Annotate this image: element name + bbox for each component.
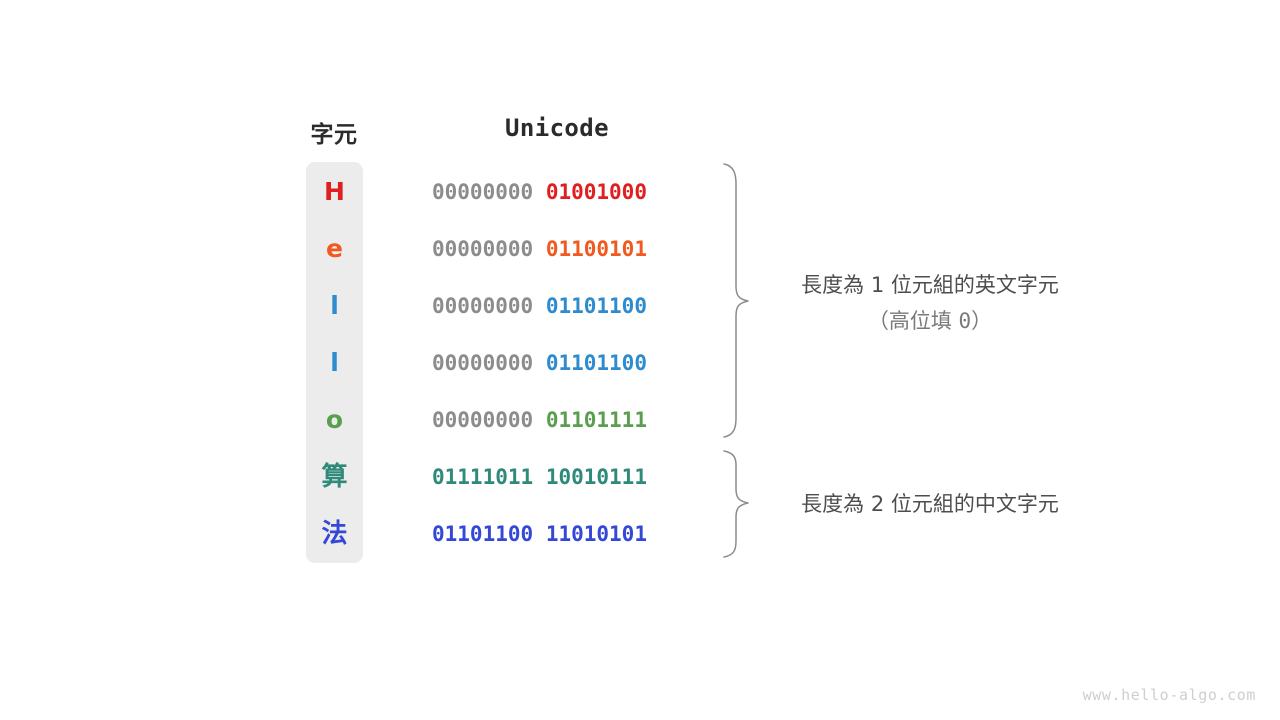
high-byte-5: 01111011 bbox=[432, 465, 534, 489]
byte-separator-3 bbox=[533, 351, 546, 375]
high-byte-3: 00000000 bbox=[432, 351, 534, 375]
annotation-one-byte: 長度為 1 位元組的英文字元 （高位填 0） bbox=[700, 268, 1160, 339]
binary-row-5: 01111011 10010111 bbox=[432, 462, 692, 492]
character-column-panel bbox=[306, 162, 363, 563]
watermark: www.hello-algo.com bbox=[1082, 686, 1256, 704]
binary-row-4: 00000000 01101111 bbox=[432, 405, 692, 435]
byte-separator-2 bbox=[533, 294, 546, 318]
annotation-one-byte-line1: 長度為 1 位元組的英文字元 bbox=[801, 273, 1059, 297]
binary-row-1: 00000000 01100101 bbox=[432, 234, 692, 264]
byte-separator-4 bbox=[533, 408, 546, 432]
character-cell-4: o bbox=[325, 405, 344, 434]
annotation-one-byte-line2-suffix: ） bbox=[971, 308, 993, 333]
binary-row-3: 00000000 01101100 bbox=[432, 348, 692, 378]
binary-row-6: 01101100 11010101 bbox=[432, 519, 692, 549]
character-cell-5: 算 bbox=[321, 461, 348, 492]
byte-separator-0 bbox=[533, 180, 546, 204]
low-byte-3: 01101100 bbox=[545, 351, 647, 375]
column-header-unicode: Unicode bbox=[505, 114, 609, 142]
low-byte-1: 01100101 bbox=[545, 237, 647, 261]
character-cell-6: 法 bbox=[321, 518, 348, 549]
column-header-character: 字元 bbox=[310, 121, 358, 147]
binary-row-2: 00000000 01101100 bbox=[432, 291, 692, 321]
character-cell-0: H bbox=[324, 177, 345, 206]
annotation-two-byte: 長度為 2 位元組的中文字元 bbox=[700, 487, 1160, 523]
byte-separator-6 bbox=[533, 522, 546, 546]
byte-separator-1 bbox=[533, 237, 546, 261]
high-byte-1: 00000000 bbox=[432, 237, 534, 261]
annotation-two-byte-line1: 長度為 2 位元組的中文字元 bbox=[801, 492, 1059, 516]
character-cell-1: e bbox=[326, 234, 343, 263]
byte-separator-5 bbox=[533, 465, 546, 489]
low-byte-2: 01101100 bbox=[545, 294, 647, 318]
high-byte-2: 00000000 bbox=[432, 294, 534, 318]
low-byte-0: 01001000 bbox=[545, 180, 647, 204]
annotation-one-byte-line2-value: 0 bbox=[958, 308, 972, 333]
character-cell-2: l bbox=[330, 291, 339, 320]
low-byte-4: 01101111 bbox=[545, 408, 647, 432]
annotation-one-byte-line2-prefix: （高位填 bbox=[867, 308, 959, 333]
low-byte-6: 11010101 bbox=[545, 522, 647, 546]
high-byte-6: 01101100 bbox=[432, 522, 534, 546]
low-byte-5: 10010111 bbox=[545, 465, 647, 489]
binary-row-0: 00000000 01001000 bbox=[432, 177, 692, 207]
character-cell-3: l bbox=[330, 348, 339, 377]
annotation-one-byte-line2: （高位填 0） bbox=[700, 304, 1160, 340]
high-byte-4: 00000000 bbox=[432, 408, 534, 432]
high-byte-0: 00000000 bbox=[432, 180, 534, 204]
